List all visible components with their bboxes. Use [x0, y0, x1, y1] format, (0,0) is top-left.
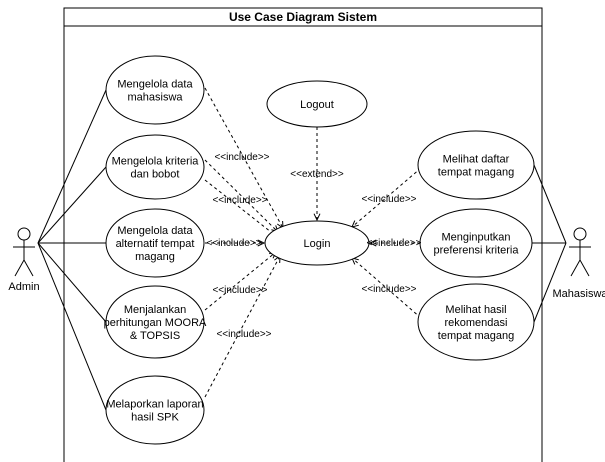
relation-label-r9: <<include>>: [366, 238, 421, 249]
use-case-uc7: [419, 208, 533, 278]
association-mhs-uc6: [533, 164, 567, 244]
relation-label-r3: <<include>>: [212, 195, 267, 206]
actor-mhs: [569, 227, 591, 277]
use-case-uc4-label: & TOPSIS: [130, 330, 180, 342]
use-case-uc5: [105, 375, 205, 445]
use-case-uc1-label: Mengelola data: [117, 79, 193, 91]
relation-label-r2: <<include>>: [214, 152, 269, 163]
actor-head: [573, 227, 587, 241]
relation-label-r4: <<include>>: [206, 238, 261, 249]
use-case-uc5-label: Melaporkan laporan: [106, 399, 203, 411]
actor-head: [17, 227, 31, 241]
use-case-uc1: [105, 55, 205, 125]
relation-r2: [204, 159, 279, 233]
use-case-uc2-label: dan bobot: [131, 169, 180, 181]
use-case-uc4-label: perhitungan MOORA: [104, 317, 207, 329]
use-case-uc4-label: Menjalankan: [124, 304, 186, 316]
use-case-uc4: [105, 285, 205, 359]
use-case-uc7-label: preferensi kriteria: [434, 245, 520, 257]
use-case-uc1-label: mahasiswa: [127, 92, 183, 104]
actor-left-leg: [14, 259, 25, 277]
use-case-uc6-label: tempat magang: [438, 167, 514, 179]
use-case-logout: [266, 80, 368, 128]
actor-label-admin: Admin: [8, 281, 39, 293]
association-admin-uc4: [37, 242, 107, 323]
system-title: Use Case Diagram Sistem: [229, 10, 377, 24]
use-case-uc6-label: Melihat daftar: [443, 154, 510, 166]
use-case-login-label: Login: [304, 238, 331, 250]
use-case-uc5-label: hasil SPK: [131, 412, 179, 424]
actor-right-leg: [23, 259, 34, 277]
relation-label-r10: <<include>>: [361, 284, 416, 295]
use-case-uc8: [417, 283, 535, 361]
arrowhead-r7: [313, 213, 321, 222]
use-case-uc8-label: rekomendasi: [445, 317, 508, 329]
use-case-login: [264, 220, 370, 266]
association-admin-uc2: [37, 166, 107, 244]
relation-label-r6: <<include>>: [216, 329, 271, 340]
use-case-uc2-label: Mengelola kriteria: [112, 156, 200, 168]
use-case-uc3-label: alternatif tempat: [116, 238, 195, 250]
use-case-uc3: [105, 208, 205, 278]
relation-label-r5: <<include>>: [212, 285, 267, 296]
use-case-uc8-label: Melihat hasil: [445, 304, 506, 316]
use-case-uc3-label: magang: [135, 251, 175, 263]
arrowhead-r4: [257, 239, 266, 247]
use-case-uc2: [105, 134, 205, 200]
association-admin-uc5: [37, 242, 107, 411]
use-case-logout-label: Logout: [300, 99, 334, 111]
association-mhs-uc8: [533, 242, 567, 323]
use-case-uc3-label: Mengelola data: [117, 225, 193, 237]
relation-r6: [204, 255, 281, 398]
actor-admin: [13, 227, 35, 277]
relation-label-r7: <<extend>>: [290, 169, 344, 180]
actor-label-mhs: Mahasiswa: [552, 288, 605, 300]
actor-left-leg: [570, 259, 581, 277]
actor-right-leg: [579, 259, 590, 277]
relation-r1: [204, 87, 284, 229]
use-case-uc7-label: Menginputkan: [441, 232, 510, 244]
relation-label-r8: <<include>>: [361, 194, 416, 205]
use-case-uc6: [417, 130, 535, 200]
association-admin-uc1: [37, 89, 107, 244]
use-case-uc8-label: tempat magang: [438, 330, 514, 342]
arrowhead-r9: [368, 239, 377, 247]
